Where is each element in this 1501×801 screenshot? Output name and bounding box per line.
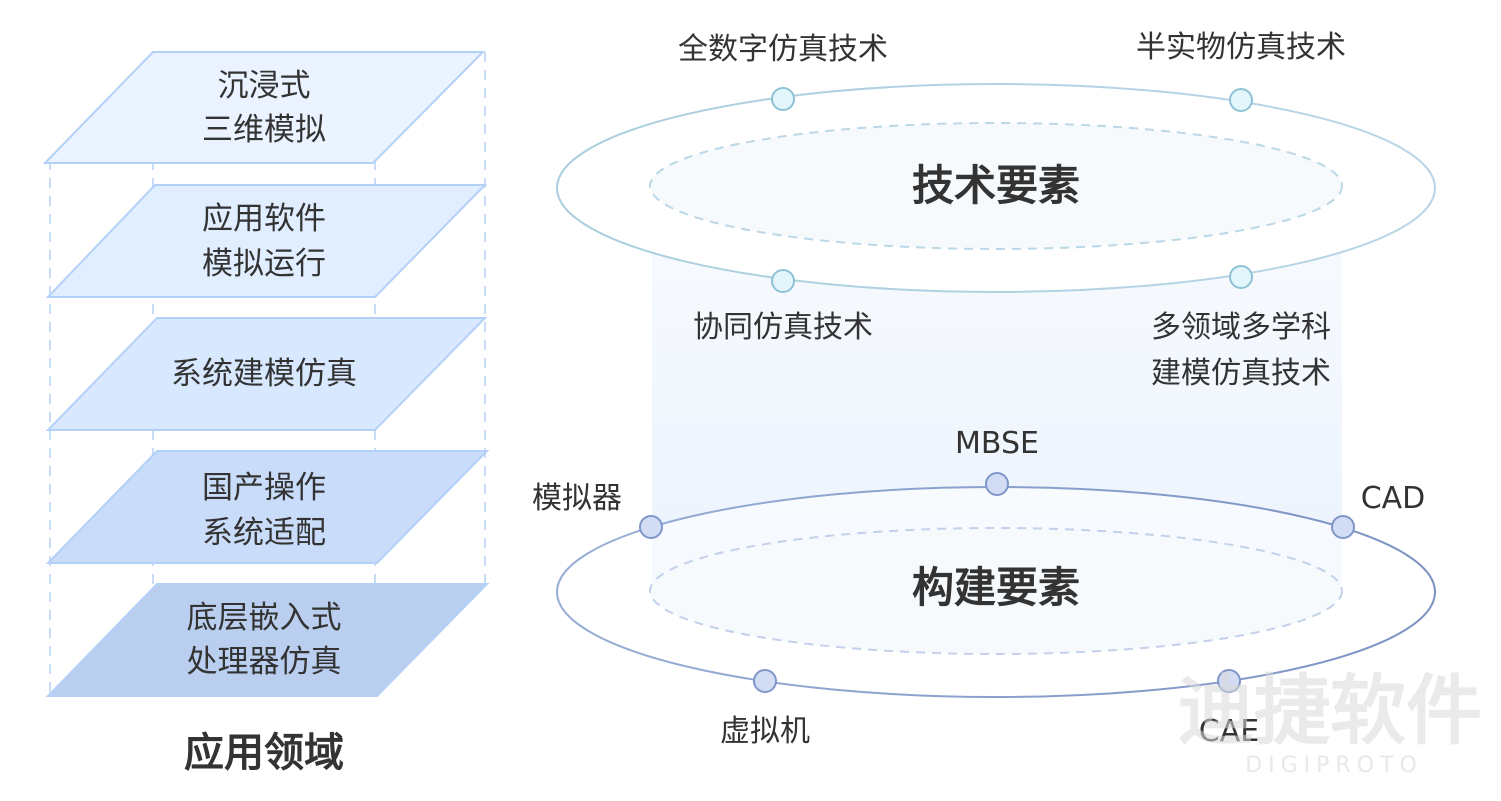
- technical-node-3-label: 协同仿真技术: [693, 310, 873, 345]
- construction-node-3-label: CAD: [1361, 481, 1426, 516]
- layer-2-line-2: 模拟运行: [202, 246, 326, 282]
- construction-node-5-dot: [1217, 669, 1241, 693]
- construction-elements-title: 构建要素: [912, 563, 1080, 612]
- construction-elements-ring: 构建要素 MBSE 模拟器 CAD 虚拟机 CAE: [532, 426, 1436, 749]
- layer-5-plate: [45, 583, 490, 697]
- technical-ring-inner: [649, 122, 1343, 250]
- construction-node-5-label: CAE: [1199, 714, 1259, 749]
- layer-1-line-1: 沉浸式: [218, 68, 311, 104]
- construction-node-1-dot: [985, 472, 1009, 496]
- technical-node-3-dot: [771, 269, 795, 293]
- construction-node-2-dot: [639, 515, 663, 539]
- layer-1: 沉浸式 三维模拟: [42, 51, 486, 164]
- layer-4-line-2: 系统适配: [202, 515, 326, 551]
- layer-5: 底层嵌入式 处理器仿真: [45, 583, 490, 697]
- layer-3-plate: [45, 317, 488, 431]
- technical-node-2-label: 半实物仿真技术: [1136, 30, 1346, 65]
- technical-node-1-dot: [771, 87, 795, 111]
- technical-node-4-dot: [1229, 265, 1253, 289]
- layer-2-line-1: 应用软件: [202, 201, 326, 237]
- construction-node-1-label: MBSE: [955, 426, 1039, 461]
- application-domain-title: 应用领域: [184, 730, 344, 776]
- technical-node-1-label: 全数字仿真技术: [678, 32, 888, 67]
- construction-node-4-label: 虚拟机: [720, 714, 810, 749]
- construction-node-3-dot: [1331, 515, 1355, 539]
- layer-3-line-1: 系统建模仿真: [171, 356, 357, 392]
- layer-2: 应用软件 模拟运行: [45, 184, 488, 298]
- layer-3: 系统建模仿真: [45, 317, 488, 431]
- technical-node-4-label-line-1: 多领域多学科: [1151, 310, 1331, 345]
- watermark-subtext: DIGIPROTO: [1245, 753, 1423, 778]
- construction-node-2-label: 模拟器: [532, 481, 622, 516]
- watermark-logo-text: 迪捷软件: [1178, 666, 1482, 755]
- layer-5-line-1: 底层嵌入式: [187, 600, 342, 636]
- layer-5-line-2: 处理器仿真: [187, 644, 342, 680]
- construction-ring-inner: [649, 527, 1343, 655]
- watermark: 迪捷软件 DIGIPROTO: [1178, 666, 1482, 778]
- technical-elements-ring: 技术要素 全数字仿真技术 半实物仿真技术 协同仿真技术 多领域多学科 建模仿真技…: [556, 30, 1436, 391]
- layer-4-line-1: 国产操作: [202, 470, 326, 506]
- technical-node-2-dot: [1229, 88, 1253, 112]
- technical-elements-title: 技术要素: [912, 161, 1080, 210]
- application-domain-stack: 沉浸式 三维模拟 应用软件 模拟运行 系统建模仿真 国产操作 系统适配 底层嵌入…: [42, 51, 490, 776]
- technical-node-4-label-line-2: 建模仿真技术: [1151, 356, 1331, 391]
- layer-1-line-2: 三维模拟: [202, 112, 326, 148]
- layer-2-plate: [45, 184, 488, 298]
- layer-4-plate: [45, 450, 490, 564]
- layer-1-plate: [42, 51, 486, 164]
- construction-node-4-dot: [753, 669, 777, 693]
- layer-4: 国产操作 系统适配: [45, 450, 490, 564]
